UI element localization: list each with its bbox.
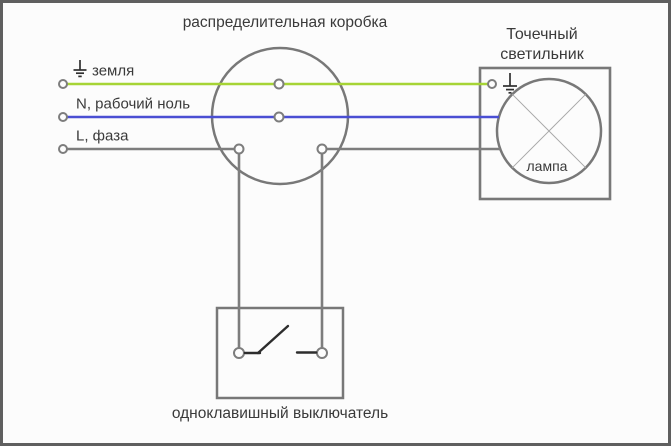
- lamp-label: лампа: [527, 158, 568, 174]
- junction-box-label: распределительная коробка: [183, 14, 388, 31]
- ground-symbol-lamp: [503, 73, 517, 94]
- terminal-neutral-source: [58, 112, 68, 122]
- terminal-junction-phase-out: [316, 143, 328, 155]
- spotlight-box: [478, 66, 612, 201]
- terminal-junction-phase-in: [233, 143, 245, 155]
- ground-symbol-source: [73, 60, 87, 78]
- switch-lever-line: [256, 324, 290, 355]
- terminal-junction-ground: [273, 78, 285, 90]
- lamp-cross-line-2: [511, 93, 587, 169]
- spotlight-label-line2: светильник: [500, 46, 584, 63]
- neutral-wire-label: N, рабочий ноль: [76, 96, 190, 113]
- spotlight-label-line1: Точечный: [506, 26, 577, 43]
- lamp-circle: [495, 77, 603, 185]
- terminal-ground-source: [58, 79, 68, 89]
- switch-box: [215, 306, 345, 400]
- terminal-phase-source: [58, 144, 68, 154]
- terminal-switch-left: [233, 347, 245, 359]
- switch-label: одноклавишный выключатель: [172, 405, 388, 422]
- phase-wire-label: L, фаза: [76, 128, 129, 145]
- ground-wire-label: земля: [92, 63, 134, 80]
- terminal-switch-right: [316, 347, 328, 359]
- terminal-lamp-ground: [487, 79, 497, 89]
- terminal-junction-neutral: [273, 111, 285, 123]
